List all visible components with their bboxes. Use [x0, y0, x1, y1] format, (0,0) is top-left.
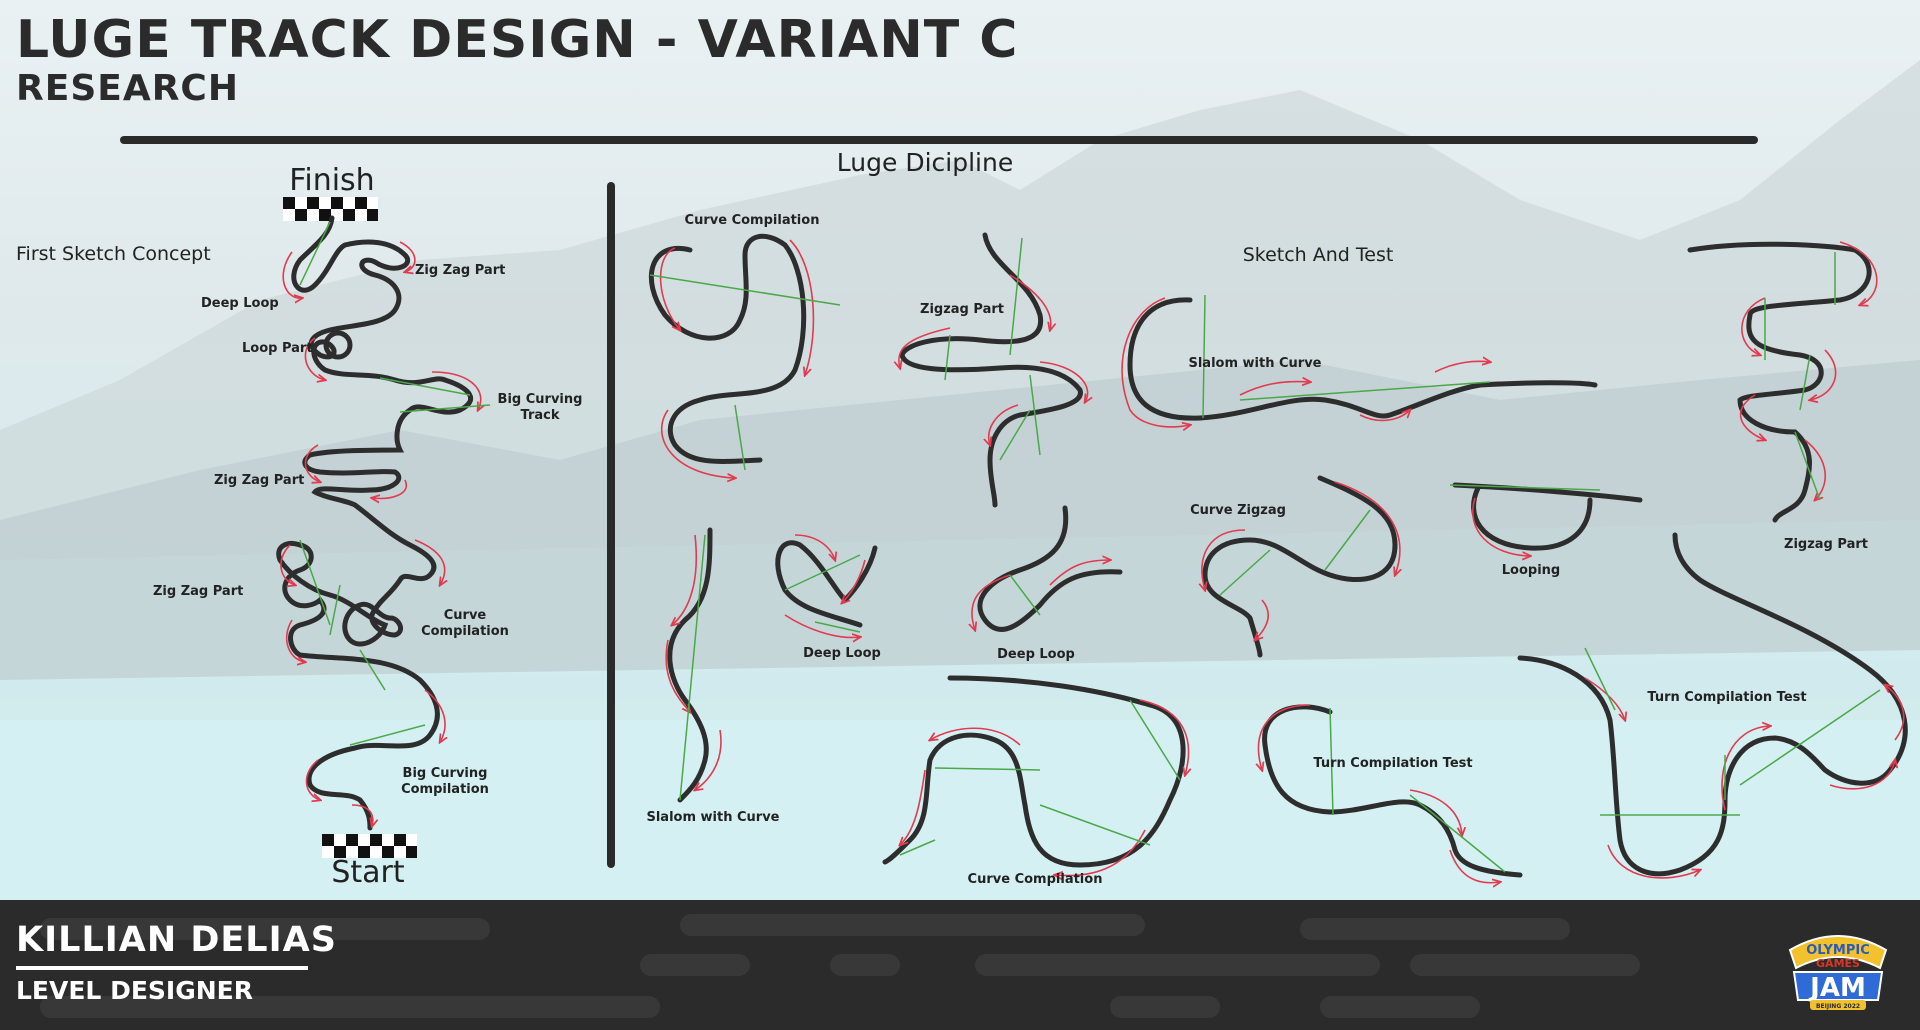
sketch-looping [1449, 482, 1643, 556]
concept-label-zig-zag-top: Zig Zag Part [415, 263, 506, 278]
label-looping: Looping [1501, 563, 1561, 578]
label-zigzag-part-right: Zigzag Part [1784, 537, 1868, 552]
footer-decor [40, 918, 490, 940]
concept-title: First Sketch Concept [16, 243, 211, 265]
sketch-curve-compilation-top [648, 233, 841, 478]
start-flag-icon [322, 834, 417, 858]
label-turn-compilation-test-a: Turn Compilation Test [1313, 756, 1473, 771]
concept-label-zig-zag-low: Zig Zag Part [153, 584, 244, 599]
concept-label-big-curving: Big Curving Track [497, 392, 583, 423]
footer-decor [680, 914, 1145, 936]
footer-decor [830, 954, 900, 976]
logo-text-jam: JAM [1808, 973, 1866, 1003]
sketch-deep-loop-b [972, 505, 1123, 630]
label-curve-zigzag: Curve Zigzag [1190, 503, 1286, 518]
concept-track [276, 215, 491, 831]
concept-label-curve-compilation: Curve Compilation [421, 608, 509, 639]
discipline-title: Luge Dicipline [836, 148, 1014, 177]
sketch-curve-compilation-bottom [882, 675, 1189, 876]
concept-label-zig-zag-mid: Zig Zag Part [214, 473, 305, 488]
logo-text-olympic: OLYMPIC [1806, 943, 1870, 958]
label-slalom-curve-bottom: Slalom with Curve [646, 810, 780, 825]
label-zigzag-part-left: Zigzag Part [920, 302, 1004, 317]
sketch-turn-compilation-test-b [1517, 532, 1908, 879]
sketch-slalom-curve-bottom [665, 527, 722, 803]
section-divider [607, 182, 615, 868]
start-label: Start [331, 855, 405, 890]
footer-decor [1300, 918, 1570, 940]
sketch-zigzag-part-right [1687, 241, 1878, 523]
label-turn-compilation-test-b: Turn Compilation Test [1647, 690, 1807, 705]
designer-role: LEVEL DESIGNER [16, 976, 253, 1005]
title-divider [120, 136, 1758, 144]
footer-decor [40, 996, 660, 1018]
label-curve-compilation-bottom: Curve Compilation [967, 872, 1103, 887]
sketch-curve-zigzag [1202, 475, 1400, 658]
sketch-zigzag-part-left [899, 232, 1088, 508]
footer-decor [640, 954, 750, 976]
concept-label-loop-part: Loop Part [242, 341, 313, 356]
sketch-and-test-title: Sketch And Test [1242, 244, 1394, 266]
footer-decor [975, 954, 1380, 976]
label-slalom-curve-top: Slalom with Curve [1188, 356, 1322, 371]
concept-label-deep-loop: Deep Loop [201, 296, 279, 311]
logo-text-beijing: BEIJING 2022 [1816, 1003, 1860, 1010]
sketch-deep-loop-a [775, 534, 878, 637]
concept-label-big-curving-compilation: Big Curving Compilation [401, 766, 489, 797]
sketch-slalom-curve-top [1121, 294, 1598, 427]
finish-label: Finish [289, 163, 375, 198]
mountain-background [0, 60, 1920, 900]
footer-decor [1320, 996, 1480, 1018]
label-deep-loop-b: Deep Loop [997, 647, 1075, 662]
footer-decor [1410, 954, 1640, 976]
track-sketches [276, 197, 1908, 900]
label-deep-loop-a: Deep Loop [803, 646, 881, 661]
page-title: LUGE TRACK DESIGN - VARIANT C [16, 10, 1019, 70]
designer-name: KILLIAN DELIAS [16, 920, 337, 960]
label-curve-compilation-top: Curve Compilation [684, 213, 820, 228]
sketch-turn-compilation-test-a [1259, 704, 1523, 883]
name-underline [16, 966, 308, 970]
logo-text-games: GAMES [1816, 957, 1860, 970]
page-subtitle: RESEARCH [16, 68, 239, 109]
footer: KILLIAN DELIAS LEVEL DESIGNER OLYMPIC GA… [0, 900, 1920, 1030]
footer-decor [1110, 996, 1220, 1018]
olympic-games-jam-logo: OLYMPIC GAMES JAM BEIJING 2022 [1788, 935, 1888, 1010]
